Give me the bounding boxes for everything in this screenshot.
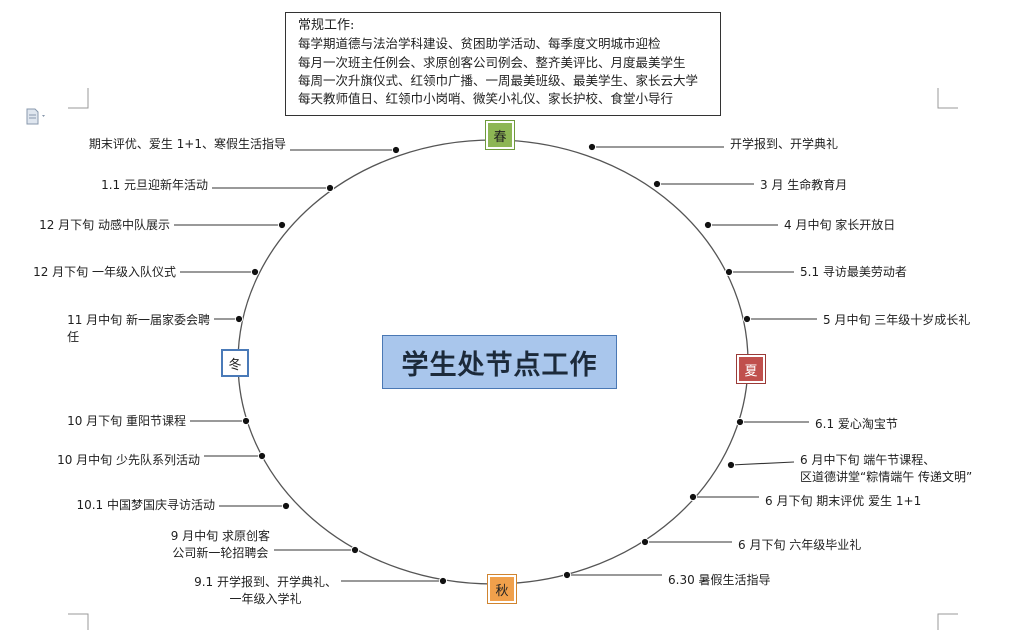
season-winter-box: 冬	[221, 349, 249, 377]
node-dot	[257, 451, 267, 461]
corner-mark	[937, 88, 958, 109]
right-node-label-line: 6.30 暑假生活指导	[668, 573, 771, 587]
left-node-label: 9 月中旬 求原创客公司新一轮招聘会	[171, 528, 270, 562]
right-node-label-line: 3 月 生命教育月	[760, 178, 848, 192]
node-dot	[688, 492, 698, 502]
regular-work-line: 每天教师值日、红领巾小岗哨、微笑小礼仪、家长护校、食堂小导行	[298, 91, 674, 107]
document-icon[interactable]	[24, 107, 48, 127]
node-dot	[350, 545, 360, 555]
left-node-label-line: 12 月下旬 一年级入队仪式	[33, 265, 176, 279]
left-node-label-line: 10.1 中国梦国庆寻访活动	[76, 498, 215, 512]
node-dot	[241, 416, 251, 426]
left-node-label: 10 月下旬 重阳节课程	[67, 413, 186, 430]
regular-work-heading: 常规工作:	[298, 18, 355, 33]
node-dot	[562, 570, 572, 580]
season-autumn-box: 秋	[488, 575, 516, 603]
regular-work-line: 每学期道德与法治学科建设、贫困助学活动、每季度文明城市迎检	[298, 36, 661, 52]
node-dot	[742, 314, 752, 324]
regular-work-line: 每周一次升旗仪式、红领巾广播、一周最美班级、最美学生、家长云大学	[298, 72, 699, 88]
right-node-label-line: 5 月中旬 三年级十岁成长礼	[823, 313, 971, 327]
node-dot	[250, 267, 260, 277]
right-node-label: 6.1 爱心淘宝节	[815, 416, 898, 433]
node-dot	[391, 145, 401, 155]
right-node-label: 开学报到、开学典礼	[730, 136, 838, 153]
left-node-label-line: 任	[67, 330, 80, 344]
node-dot	[277, 220, 287, 230]
left-node-label: 9.1 开学报到、开学典礼、一年级入学礼	[194, 574, 337, 608]
right-node-label-line: 5.1 寻访最美劳动者	[800, 265, 907, 279]
right-node-label: 6 月下旬 六年级毕业礼	[738, 537, 861, 554]
left-node-label: 期末评优、爱生 1+1、寒假生活指导	[89, 136, 286, 153]
right-node-label-line: 6 月中下旬 端午节课程、	[800, 453, 936, 467]
left-node-label-line: 1.1 元旦迎新年活动	[101, 178, 208, 192]
right-node-label-line: 4 月中旬 家长开放日	[784, 218, 896, 232]
season-spring-box: 春	[486, 121, 514, 149]
node-dot	[640, 537, 650, 547]
right-node-label-line: 区道德讲堂“粽情端午 传递文明”	[800, 470, 973, 484]
right-node-label: 4 月中旬 家长开放日	[784, 217, 895, 234]
node-dots	[234, 142, 752, 586]
left-node-label-line: 10 月下旬 重阳节课程	[67, 414, 186, 428]
node-dot	[281, 501, 291, 511]
right-node-label: 5.1 寻访最美劳动者	[800, 264, 907, 281]
left-node-label-line: 公司新一轮招聘会	[172, 546, 269, 560]
node-dot	[234, 314, 244, 324]
diagram-title: 学生处节点工作	[382, 335, 617, 389]
connector-lines	[174, 146, 817, 582]
left-node-label-line: 12 月下旬 动感中队展示	[39, 218, 170, 232]
node-dot	[652, 179, 662, 189]
left-node-label-line: 11 月中旬 新一届家委会聘	[67, 313, 210, 327]
season-summer-box: 夏	[737, 355, 765, 383]
right-node-label: 6.30 暑假生活指导	[668, 572, 771, 589]
connector-line	[730, 461, 795, 466]
node-dot	[587, 142, 597, 152]
left-node-label: 11 月中旬 新一届家委会聘任	[67, 312, 210, 346]
right-node-label: 6 月中下旬 端午节课程、区道德讲堂“粽情端午 传递文明”	[800, 452, 972, 486]
node-dot	[724, 267, 734, 277]
corner-mark	[937, 613, 958, 630]
left-node-label: 12 月下旬 动感中队展示	[39, 217, 170, 234]
left-node-label: 12 月下旬 一年级入队仪式	[33, 264, 176, 281]
left-node-label-line: 9 月中旬 求原创客	[170, 529, 270, 543]
node-dot	[703, 220, 713, 230]
right-node-label-line: 6 月下旬 六年级毕业礼	[738, 538, 862, 552]
node-dot	[325, 183, 335, 193]
right-node-label-line: 6.1 爱心淘宝节	[815, 417, 898, 431]
right-node-label-line: 开学报到、开学典礼	[730, 137, 839, 151]
node-dot	[726, 460, 736, 470]
left-node-label-line: 一年级入学礼	[229, 592, 302, 606]
left-node-label-line: 期末评优、爱生 1+1、寒假生活指导	[88, 137, 286, 151]
regular-work-box: 常规工作: 每学期道德与法治学科建设、贫困助学活动、每季度文明城市迎检 每月一次…	[285, 12, 721, 116]
node-dot	[735, 417, 745, 427]
left-node-label-line: 9.1 开学报到、开学典礼、	[194, 575, 337, 589]
right-node-label: 5 月中旬 三年级十岁成长礼	[823, 312, 970, 329]
node-dot	[438, 576, 448, 586]
right-node-label: 3 月 生命教育月	[760, 177, 847, 194]
corner-mark	[68, 613, 89, 630]
left-node-label: 1.1 元旦迎新年活动	[101, 177, 208, 194]
corner-mark	[68, 88, 89, 109]
left-node-label: 10 月中旬 少先队系列活动	[57, 452, 200, 469]
regular-work-line: 每月一次班主任例会、求原创客公司例会、整齐美评比、月度最美学生	[298, 54, 686, 70]
right-node-label-line: 6 月下旬 期末评优 爱生 1+1	[765, 494, 922, 508]
right-node-label: 6 月下旬 期末评优 爱生 1+1	[765, 493, 921, 510]
left-node-label: 10.1 中国梦国庆寻访活动	[76, 497, 215, 514]
left-node-label-line: 10 月中旬 少先队系列活动	[57, 453, 200, 467]
